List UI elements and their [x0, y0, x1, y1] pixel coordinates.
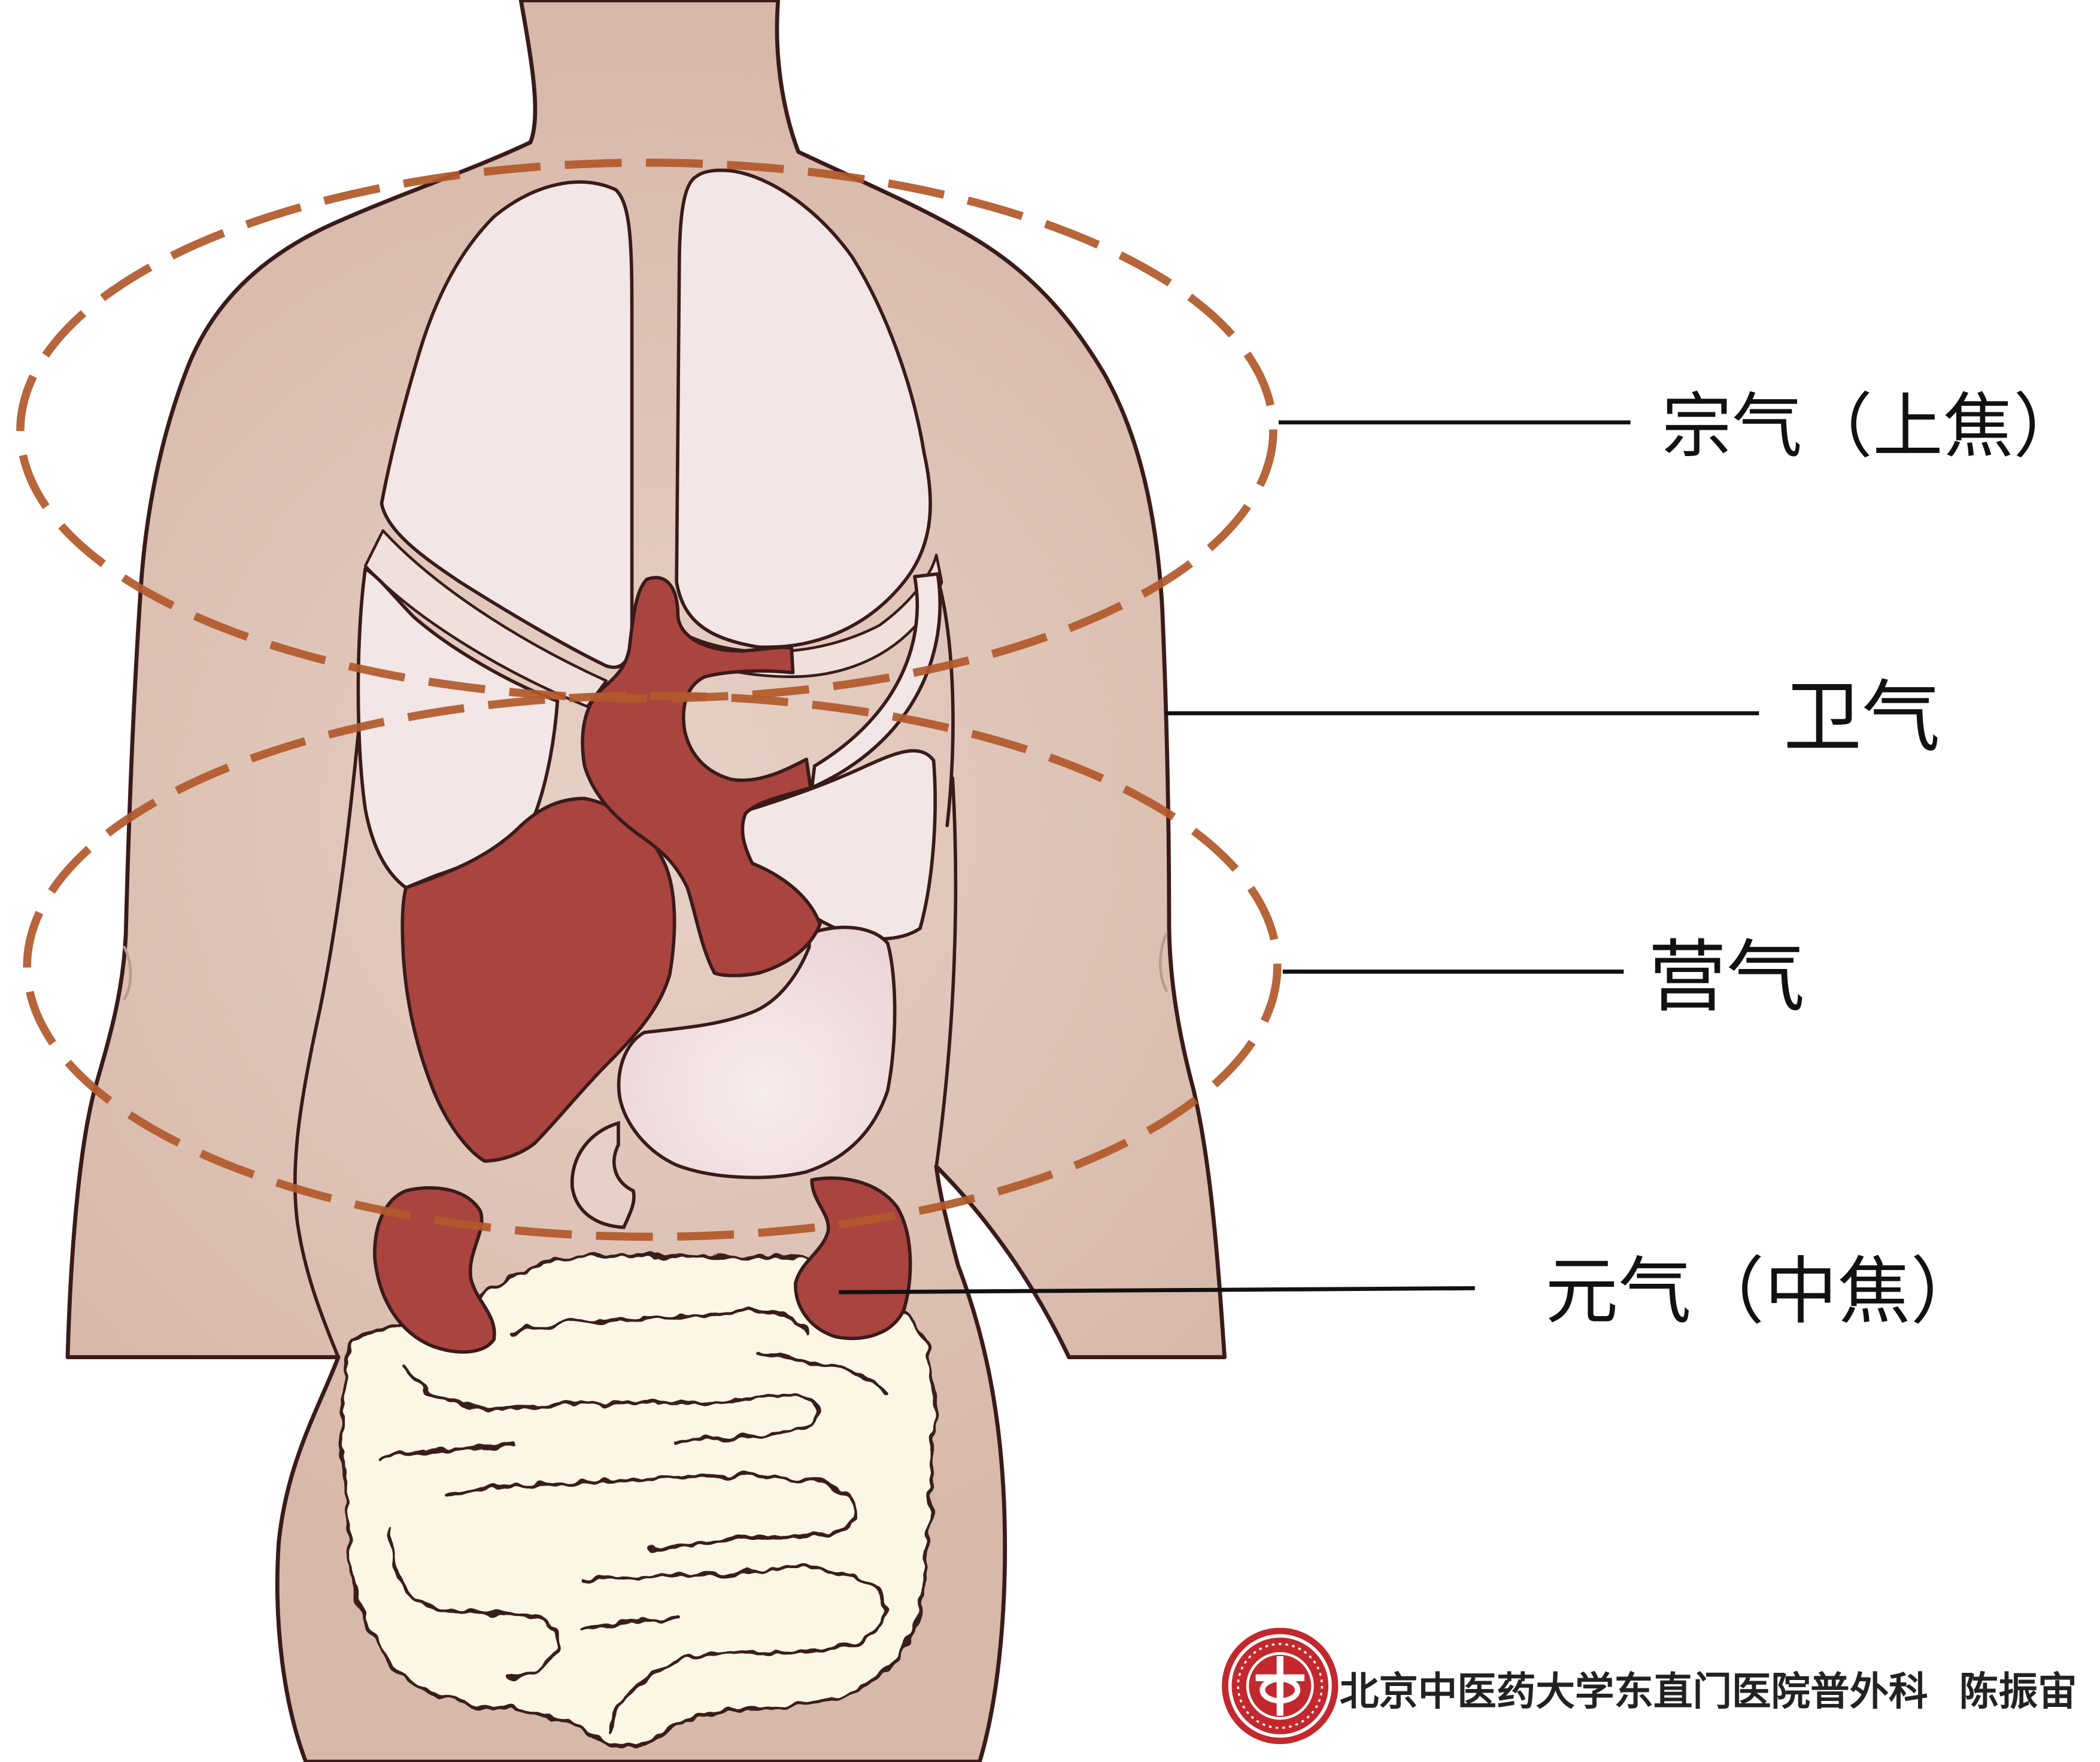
heart-and-vessels — [581, 576, 822, 977]
left-elbow-crease — [123, 946, 132, 1000]
label-ying-qi: 营气 — [1648, 931, 1805, 1023]
intestine-fold — [444, 1473, 858, 1551]
right-diaphragm-band — [679, 554, 943, 678]
hospital-seal-icon — [1222, 1627, 1339, 1745]
right-lung — [675, 168, 932, 649]
intestine-fold — [755, 1351, 888, 1396]
left-kidney — [373, 1186, 496, 1354]
right-elbow-crease — [1159, 932, 1168, 992]
intestine-fold — [579, 1615, 679, 1633]
watermark: 北京中医药大学东直门医院普外科 陈振宙 — [1222, 1627, 2077, 1745]
thoracic-organs — [356, 168, 943, 1229]
watermark-institution: 北京中医药大学东直门医院普外科 — [1340, 1669, 1928, 1715]
intestine-fold — [404, 1365, 819, 1443]
middle-qi-ring-dashed — [23, 691, 1282, 1241]
upper-qi-ring-dashed — [16, 158, 1277, 703]
intestines — [341, 1253, 936, 1749]
stomach — [617, 925, 897, 1180]
intestine-fold — [377, 1443, 516, 1463]
label-zong-qi: 宗气（上焦） — [1662, 385, 2084, 467]
intestine-outline — [341, 1253, 936, 1749]
liver — [400, 797, 676, 1163]
gallbladder — [570, 1120, 636, 1229]
watermark-author: 陈振宙 — [1959, 1669, 2077, 1715]
left-arm-inner-edge — [293, 729, 360, 1359]
left-diaphragm-band — [364, 529, 608, 708]
leader-line-yuan-qi — [839, 1286, 1475, 1295]
intestine-fold — [579, 1565, 887, 1734]
intestine-fold — [389, 1527, 559, 1680]
right-arm-inner-edge — [934, 776, 958, 1168]
label-wei-qi: 卫气 — [1783, 672, 1940, 763]
label-yuan-qi: 元气（中焦） — [1545, 1249, 1983, 1334]
intestine-fold — [509, 1309, 809, 1335]
